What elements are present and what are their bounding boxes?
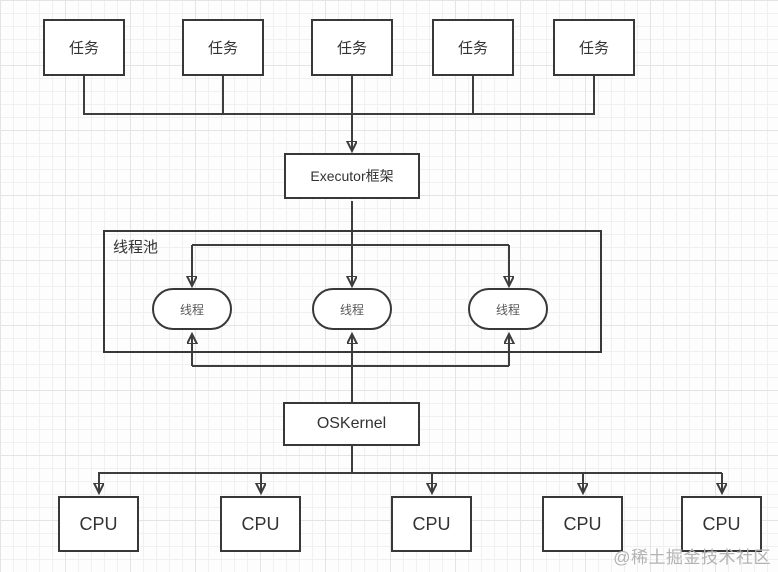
cpu-box-3: CPU xyxy=(391,496,472,552)
thread-label: 线程 xyxy=(179,302,204,317)
task-label: 任务 xyxy=(336,40,367,57)
task-label: 任务 xyxy=(207,40,238,57)
thread-pool-label: 线程池 xyxy=(113,239,159,256)
thread-box-1: 线程 xyxy=(152,288,232,330)
task-label: 任务 xyxy=(457,40,488,57)
cpu-label: CPU xyxy=(412,513,451,534)
task-box-1: 任务 xyxy=(43,19,125,76)
task-box-2: 任务 xyxy=(182,19,264,76)
task-box-5: 任务 xyxy=(553,19,635,76)
thread-label: 线程 xyxy=(339,302,364,317)
watermark: @稀土掘金技术社区 xyxy=(613,548,771,567)
cpu-box-2: CPU xyxy=(220,496,301,552)
executor-label: Executor框架 xyxy=(310,168,394,184)
task-label: 任务 xyxy=(578,40,609,57)
thread-box-3: 线程 xyxy=(468,288,548,330)
oskernel-label: OSKernel xyxy=(316,415,387,432)
thread-label: 线程 xyxy=(495,302,520,317)
executor-box: Executor框架 xyxy=(284,153,420,199)
task-box-4: 任务 xyxy=(432,19,514,76)
cpu-box-5: CPU xyxy=(681,496,762,552)
task-box-3: 任务 xyxy=(311,19,393,76)
cpu-label: CPU xyxy=(563,513,602,534)
thread-pool-container: 线程池 xyxy=(103,230,602,353)
cpu-label: CPU xyxy=(241,513,280,534)
oskernel-box: OSKernel xyxy=(283,402,420,446)
cpu-box-4: CPU xyxy=(542,496,623,552)
task-label: 任务 xyxy=(68,40,99,57)
cpu-distribution-line xyxy=(98,446,722,474)
cpu-box-1: CPU xyxy=(58,496,139,552)
cpu-label: CPU xyxy=(79,513,118,534)
tasks-collector-line xyxy=(83,76,595,115)
cpu-label: CPU xyxy=(702,513,741,534)
thread-box-2: 线程 xyxy=(312,288,392,330)
